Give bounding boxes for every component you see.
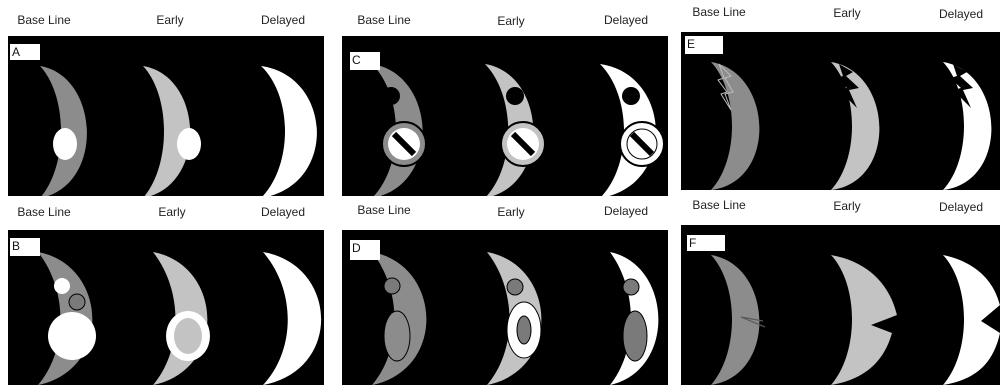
- notch-early: [836, 64, 859, 108]
- panel-f: F: [681, 225, 1000, 385]
- lesion-large-white: [48, 312, 96, 360]
- header-delayed-cd-top: Delayed: [588, 6, 664, 34]
- lesion-small-white: [54, 278, 70, 294]
- panel-a: A: [8, 36, 324, 196]
- notch-baseline: [740, 316, 766, 328]
- dot-early: [506, 278, 524, 296]
- header-early-ab-bottom: Early: [130, 196, 214, 228]
- panel-f-drawing: [711, 255, 1000, 385]
- panel-f-label: F: [687, 235, 725, 251]
- header-early-ab-top: Early: [128, 6, 212, 34]
- panel-b: B: [8, 230, 324, 385]
- notch-delayed: [950, 64, 973, 108]
- header-delayed-ef-bottom: Delayed: [922, 192, 1000, 222]
- panel-d: D: [342, 230, 668, 385]
- panel-a-drawing: [40, 66, 317, 196]
- header-early-ef-top: Early: [806, 0, 888, 26]
- crescent-delayed: [943, 62, 992, 190]
- dot-baseline: [383, 277, 401, 295]
- lesion-baseline-bar: [391, 131, 417, 157]
- lesion-ring-inner: [174, 318, 202, 354]
- panel-e-drawing: [711, 62, 992, 190]
- lesion-baseline: [53, 128, 77, 160]
- header-early-ef-bottom: Early: [806, 192, 888, 220]
- panel-c: C: [342, 36, 668, 196]
- lesion-early: [177, 128, 201, 160]
- panel-d-label: D: [350, 240, 380, 260]
- lesion-delayed-bar: [629, 131, 655, 157]
- crescent-delayed: [261, 66, 317, 196]
- header-delayed-ab-bottom: Delayed: [246, 196, 320, 228]
- crescent-delayed: [943, 255, 1000, 385]
- panel-a-label: A: [10, 44, 40, 60]
- dot-delayed: [622, 87, 640, 105]
- crescent-early: [831, 62, 880, 190]
- lesion-delayed: [622, 310, 648, 362]
- lesion-early-inner: [516, 315, 532, 345]
- panel-e: E: [681, 32, 1000, 190]
- dot-delayed: [622, 278, 640, 296]
- header-baseline-ab-bottom: Base Line: [8, 196, 80, 228]
- crescent-baseline: [711, 62, 760, 190]
- dot-early: [506, 87, 524, 105]
- header-delayed-cd-bottom: Delayed: [588, 196, 664, 226]
- panel-e-label: E: [685, 36, 723, 54]
- header-baseline-ef-bottom: Base Line: [684, 192, 754, 218]
- header-baseline-ef-top: Base Line: [684, 0, 754, 24]
- crescent-delayed: [263, 252, 322, 385]
- panel-b-drawing: [38, 252, 322, 385]
- panel-c-label: C: [350, 52, 380, 70]
- panel-d-drawing: [372, 252, 659, 385]
- header-baseline-cd-bottom: Base Line: [348, 196, 420, 224]
- crescent-early: [143, 66, 191, 196]
- crescent-early: [831, 255, 897, 385]
- header-baseline-ab-top: Base Line: [8, 6, 80, 34]
- lesion-early-bar: [510, 131, 536, 157]
- header-early-cd-top: Early: [470, 6, 552, 36]
- header-baseline-cd-top: Base Line: [348, 6, 420, 34]
- header-delayed-ef-top: Delayed: [922, 0, 1000, 28]
- lesion-small-gray: [68, 293, 86, 311]
- panel-c-drawing: [372, 64, 665, 196]
- notch-baseline: [717, 63, 734, 111]
- lesion-baseline: [383, 310, 411, 362]
- dot-baseline: [382, 87, 400, 105]
- crescent-baseline: [711, 255, 760, 385]
- panel-b-label: B: [10, 238, 40, 256]
- header-early-cd-bottom: Early: [470, 196, 552, 228]
- header-delayed-ab-top: Delayed: [246, 6, 320, 34]
